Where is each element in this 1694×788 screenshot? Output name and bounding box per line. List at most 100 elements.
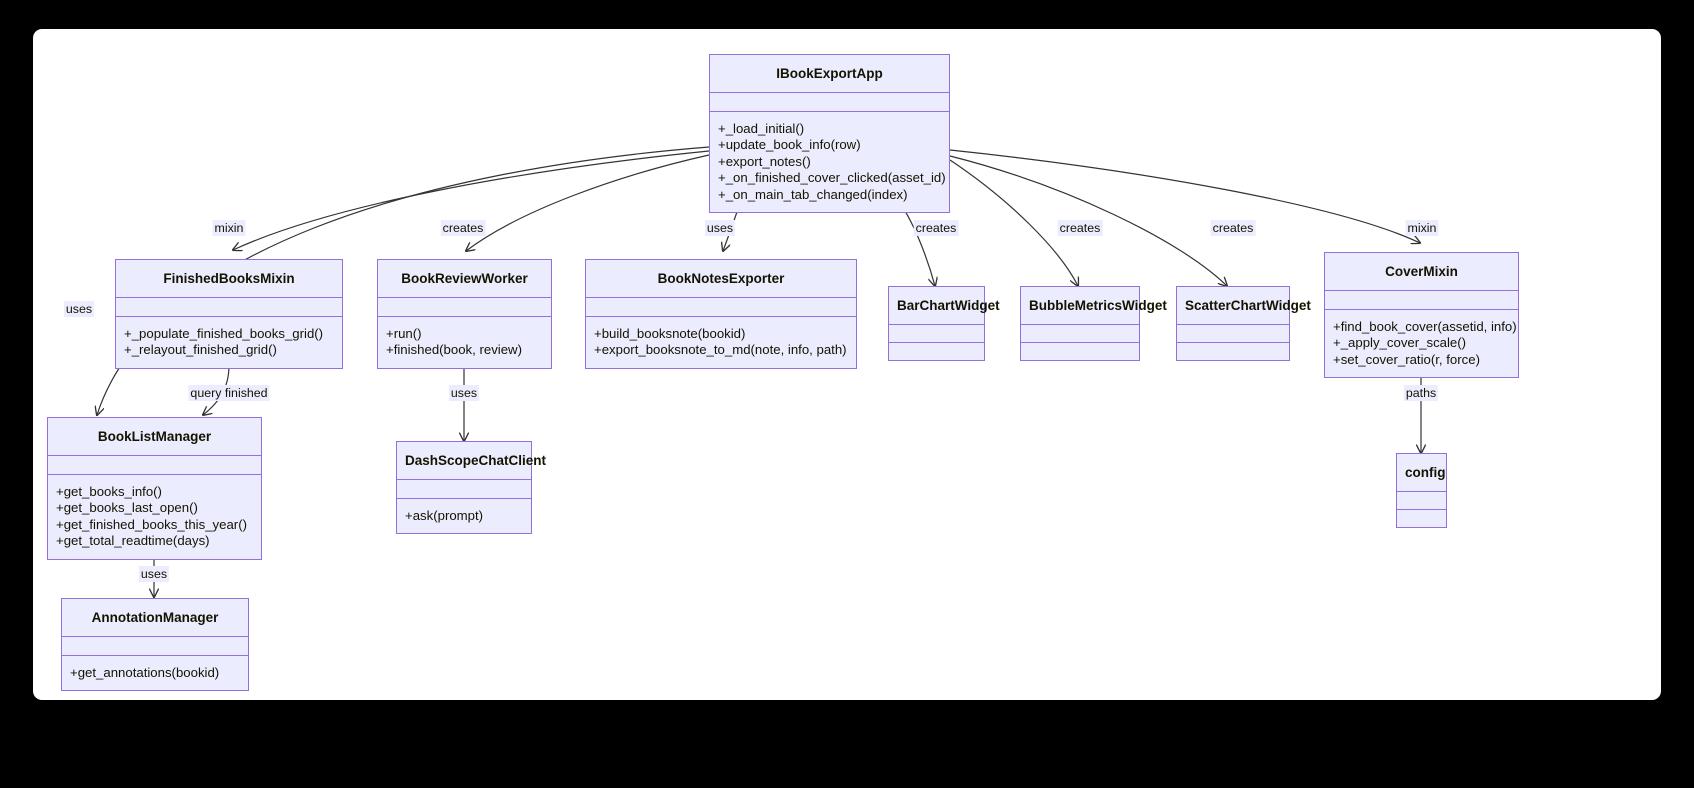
edge-label-creates-bookreviewworker: creates bbox=[440, 220, 486, 236]
divider bbox=[1021, 341, 1139, 343]
class-title: ScatterChartWidget bbox=[1185, 298, 1311, 313]
class-box-bookreviewworker[interactable]: BookReviewWorker +run() +finished(book, … bbox=[377, 259, 552, 369]
class-title: config bbox=[1405, 465, 1446, 480]
divider bbox=[116, 296, 342, 298]
method-item: +finished(book, review) bbox=[386, 342, 522, 357]
method-item: +get_books_last_open() bbox=[56, 500, 198, 515]
divider bbox=[710, 91, 949, 93]
method-item: +find_book_cover(assetid, info) bbox=[1333, 318, 1517, 334]
class-methods: +ask(prompt) bbox=[397, 499, 531, 534]
divider bbox=[1325, 308, 1518, 310]
class-methods: +_load_initial() +update_book_info(row) … bbox=[710, 112, 949, 213]
class-attributes bbox=[62, 637, 248, 655]
class-title: CoverMixin bbox=[1385, 264, 1458, 279]
class-methods: +find_book_cover(assetid, info) +_apply_… bbox=[1325, 310, 1518, 378]
method-item: +_relayout_finished_grid() bbox=[124, 342, 277, 357]
divider bbox=[378, 296, 551, 298]
class-box-booknotesexporter[interactable]: BookNotesExporter +build_booksnote(booki… bbox=[585, 259, 857, 369]
divider bbox=[378, 315, 551, 317]
class-methods bbox=[889, 343, 984, 360]
edge-label-query-finished: query finished bbox=[188, 385, 270, 401]
divider bbox=[1397, 508, 1446, 510]
class-box-barchartwidget[interactable]: BarChartWidget bbox=[888, 286, 1000, 361]
method-item: +_on_finished_cover_clicked(asset_id) bbox=[718, 170, 946, 185]
divider bbox=[397, 478, 531, 480]
method-item: +_apply_cover_scale() bbox=[1333, 335, 1467, 350]
method-item: +get_finished_books_this_year() bbox=[56, 516, 247, 532]
class-title: BookReviewWorker bbox=[401, 271, 528, 286]
class-attributes bbox=[889, 325, 984, 342]
class-attributes bbox=[48, 456, 261, 474]
edge-label-uses-dashscopechatclient: uses bbox=[448, 385, 480, 401]
class-methods: +get_annotations(bookid) bbox=[62, 656, 248, 691]
class-title: DashScopeChatClient bbox=[405, 453, 547, 468]
class-attributes bbox=[1021, 325, 1139, 342]
class-attributes bbox=[1397, 492, 1446, 509]
method-item: +export_booksnote_to_md(note, info, path… bbox=[594, 342, 847, 357]
edge-label-paths-config: paths bbox=[1403, 385, 1439, 401]
class-title: AnnotationManager bbox=[91, 610, 219, 625]
edge-label-uses-annotationmanager: uses bbox=[138, 566, 170, 582]
method-item: +run() bbox=[386, 325, 422, 341]
edge-label-uses-booknotesexporter: uses bbox=[704, 220, 736, 236]
divider bbox=[1325, 289, 1518, 291]
divider bbox=[1177, 323, 1289, 325]
method-item: +get_total_readtime(days) bbox=[56, 533, 210, 548]
divider bbox=[116, 315, 342, 317]
class-box-ibookexportapp[interactable]: IBookExportApp +_load_initial() +update_… bbox=[709, 54, 950, 213]
method-item: +get_annotations(bookid) bbox=[70, 664, 220, 680]
divider bbox=[1397, 490, 1446, 492]
class-attributes bbox=[1177, 325, 1289, 342]
class-box-bubblemetricswidget[interactable]: BubbleMetricsWidget bbox=[1020, 286, 1167, 361]
class-methods bbox=[1177, 343, 1289, 360]
divider bbox=[48, 473, 261, 475]
method-item: +get_books_info() bbox=[56, 483, 162, 499]
class-title: BookListManager bbox=[97, 429, 212, 444]
method-item: +export_notes() bbox=[718, 153, 811, 169]
edge-label-mixin-covermixin: mixin bbox=[1405, 220, 1439, 236]
class-box-booklistmanager[interactable]: BookListManager +get_books_info() +get_b… bbox=[47, 417, 262, 560]
class-box-config[interactable]: config bbox=[1396, 453, 1447, 528]
method-item: +_load_initial() bbox=[718, 120, 805, 136]
class-methods bbox=[1021, 343, 1139, 360]
method-item: +set_cover_ratio(r, force) bbox=[1333, 351, 1480, 367]
class-box-finishedbooksmixin[interactable]: FinishedBooksMixin +_populate_finished_b… bbox=[115, 259, 343, 369]
divider bbox=[889, 323, 984, 325]
method-item: +_populate_finished_books_grid() bbox=[124, 325, 324, 341]
divider bbox=[710, 110, 949, 112]
divider bbox=[586, 296, 856, 298]
class-title: IBookExportApp bbox=[776, 66, 883, 81]
class-methods: +build_booksnote(bookid) +export_booksno… bbox=[586, 317, 856, 368]
method-item: +_on_main_tab_changed(index) bbox=[718, 186, 908, 202]
class-box-dashscopechatclient[interactable]: DashScopeChatClient +ask(prompt) bbox=[396, 441, 547, 534]
class-title: BookNotesExporter bbox=[657, 271, 785, 286]
class-title: BarChartWidget bbox=[897, 298, 1000, 313]
divider bbox=[1021, 323, 1139, 325]
class-attributes bbox=[710, 93, 949, 111]
edge-label-creates-scatterchartwidget: creates bbox=[1210, 220, 1256, 236]
class-title: BubbleMetricsWidget bbox=[1029, 298, 1167, 313]
class-box-scatterchartwidget[interactable]: ScatterChartWidget bbox=[1176, 286, 1311, 361]
divider bbox=[62, 654, 248, 656]
class-title: FinishedBooksMixin bbox=[163, 271, 295, 286]
class-box-covermixin[interactable]: CoverMixin +find_book_cover(assetid, inf… bbox=[1324, 252, 1519, 378]
method-item: +ask(prompt) bbox=[405, 507, 484, 523]
divider bbox=[48, 454, 261, 456]
edge-label-creates-barchartwidget: creates bbox=[913, 220, 959, 236]
class-methods bbox=[1397, 510, 1446, 527]
class-attributes bbox=[378, 298, 551, 316]
edge-label-creates-bubblemetricswidget: creates bbox=[1057, 220, 1103, 236]
class-methods: +run() +finished(book, review) bbox=[378, 317, 551, 368]
class-methods: +_populate_finished_books_grid() +_relay… bbox=[116, 317, 342, 368]
divider bbox=[397, 497, 531, 499]
edge-label-uses-booklistmanager: uses bbox=[63, 301, 95, 317]
method-item: +build_booksnote(bookid) bbox=[594, 325, 746, 341]
class-attributes bbox=[586, 298, 856, 316]
edge-label-mixin-finishedbooksmixin: mixin bbox=[212, 220, 246, 236]
method-item: +update_book_info(row) bbox=[718, 137, 861, 152]
divider bbox=[889, 341, 984, 343]
class-attributes bbox=[397, 480, 531, 498]
divider bbox=[586, 315, 856, 317]
class-box-annotationmanager[interactable]: AnnotationManager +get_annotations(booki… bbox=[61, 598, 249, 691]
divider bbox=[62, 635, 248, 637]
